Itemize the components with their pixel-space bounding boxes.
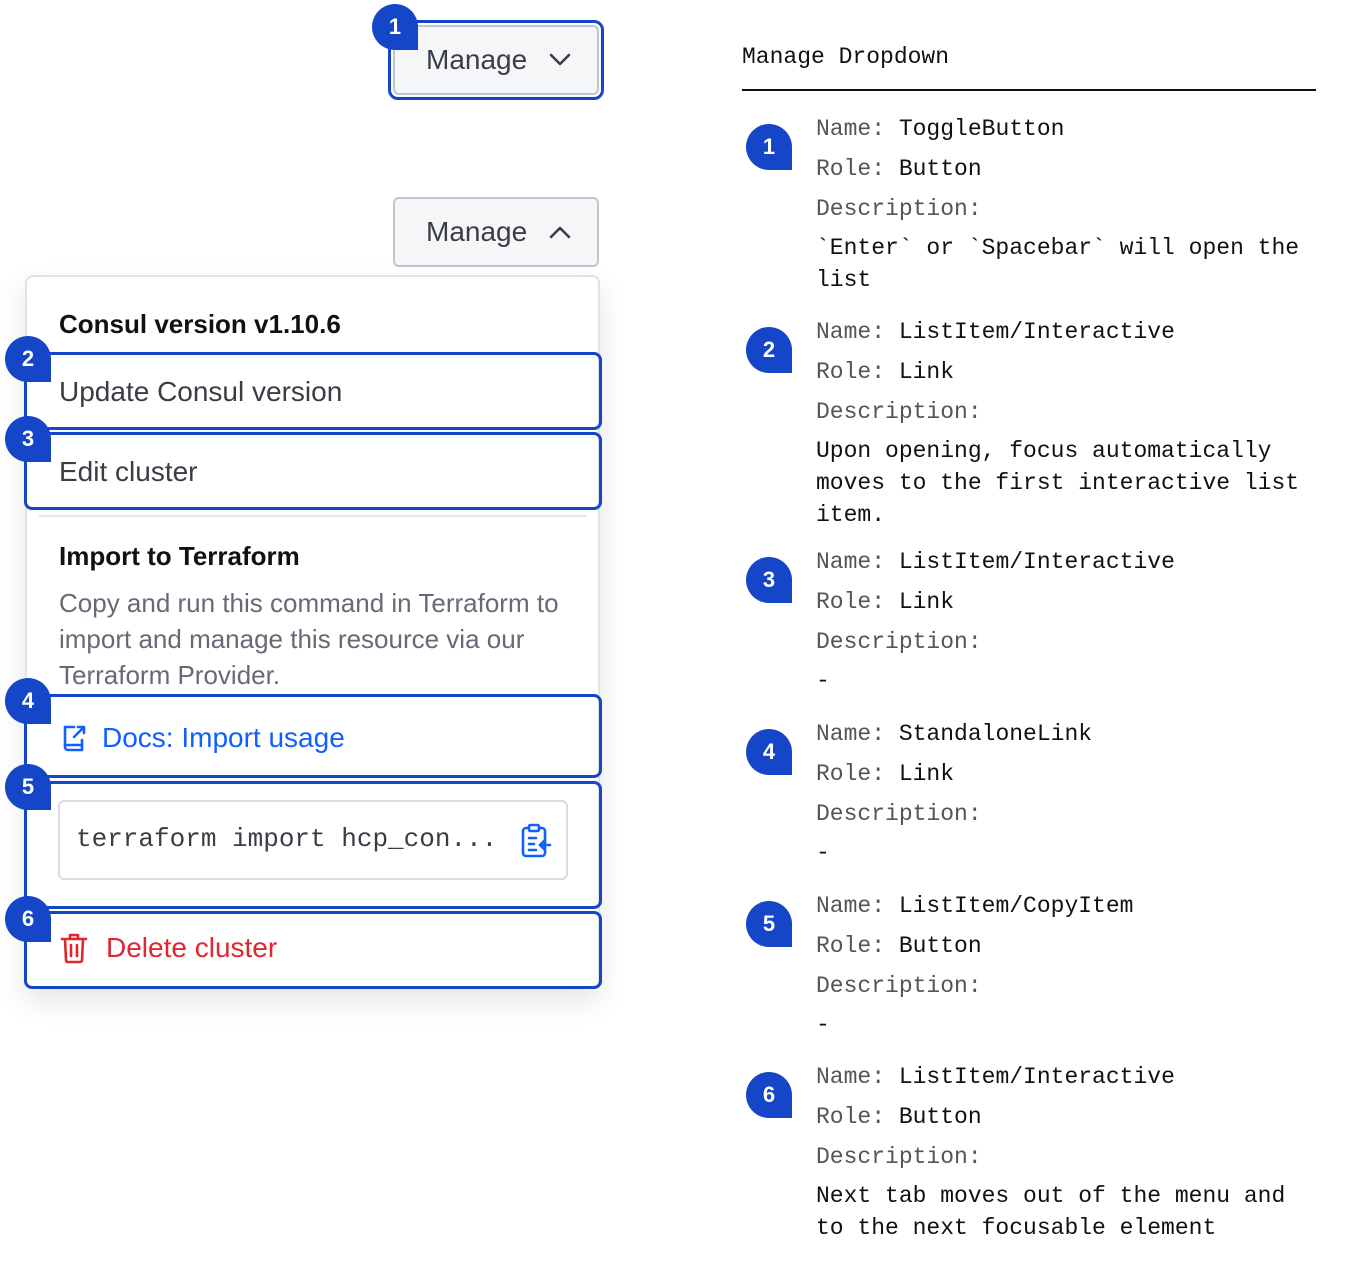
spec-description-key: Description:: [816, 629, 982, 655]
badge-6: 6: [5, 896, 51, 942]
chevron-up-icon: [549, 226, 571, 239]
spec-name-value: ListItem/Interactive: [898, 1064, 1175, 1090]
import-terraform-title: Import to Terraform: [59, 541, 300, 571]
spec-name-key: Name:: [816, 549, 886, 575]
manage-toggle-button[interactable]: Manage: [393, 25, 599, 95]
terraform-copy-item[interactable]: terraform import hcp_con...: [58, 800, 568, 880]
spec-role-value: Button: [898, 933, 982, 959]
update-consul-version-item[interactable]: Update Consul version: [59, 376, 343, 407]
spec-description-value: -: [816, 668, 830, 694]
toggle-button-focus-ring: [388, 20, 604, 100]
spec-role-value: Link: [898, 761, 955, 787]
spec-name-line: Name: StandaloneLink: [816, 721, 1092, 747]
edit-cluster-item[interactable]: Edit cluster: [59, 456, 198, 487]
manage-open-button[interactable]: Manage: [393, 197, 599, 267]
badge-3: 3: [5, 416, 51, 462]
spec-badge-2: 2: [746, 327, 792, 373]
spec-badge-5: 5: [746, 901, 792, 947]
spec-name-key: Name:: [816, 893, 886, 919]
external-link-icon: [63, 725, 86, 752]
spec-name-line: Name: ListItem/Interactive: [816, 1064, 1175, 1090]
spec-description-key: Description:: [816, 1144, 982, 1170]
spec-role-key: Role:: [816, 156, 886, 182]
delete-cluster-label: Delete cluster: [106, 932, 278, 963]
spec-description-key: Description:: [816, 196, 982, 222]
spec-description-value: -: [816, 840, 830, 866]
spec-name-key: Name:: [816, 319, 886, 345]
spec-name-value: ListItem/CopyItem: [898, 893, 1134, 919]
badge-2: 2: [5, 336, 51, 382]
docs-link-label: Docs: Import usage: [102, 722, 345, 753]
spec-description-key: Description:: [816, 801, 982, 827]
spec-role-line: Role: Link: [816, 359, 954, 385]
spec-role-value: Link: [898, 359, 955, 385]
spec-role-line: Role: Button: [816, 1104, 982, 1130]
spec-description-value: Next tab moves out of the menu and to th…: [816, 1183, 1286, 1241]
spec-name-value: ToggleButton: [898, 116, 1065, 142]
copy-item-focus-ring: [24, 781, 602, 909]
spec-name-line: Name: ListItem/Interactive: [816, 319, 1175, 345]
spec-role-line: Role: Link: [816, 589, 954, 615]
docs-import-link[interactable]: Docs: Import usage: [60, 722, 345, 754]
spec-name-value: StandaloneLink: [898, 721, 1093, 747]
spec-badge-3: 3: [746, 557, 792, 603]
spec-name-line: Name: ListItem/CopyItem: [816, 893, 1133, 919]
trash-icon: [60, 933, 88, 964]
spec-badge-6: 6: [746, 1072, 792, 1118]
spec-role-line: Role: Button: [816, 156, 982, 182]
badge-5: 5: [5, 764, 51, 810]
manage-toggle-label: Manage: [426, 44, 528, 75]
update-item-focus-ring: [24, 352, 602, 430]
spec-description-key: Description:: [816, 973, 982, 999]
delete-item-focus-ring: [24, 911, 602, 989]
chevron-down-icon: [549, 53, 571, 66]
spec-badge-1: 1: [746, 124, 792, 170]
spec-name-value: ListItem/Interactive: [898, 319, 1175, 345]
spec-role-key: Role:: [816, 1104, 886, 1130]
delete-cluster-item[interactable]: Delete cluster: [60, 932, 277, 964]
spec-role-line: Role: Link: [816, 761, 954, 787]
spec-title: Manage Dropdown: [742, 44, 950, 70]
spec-description-value: Upon opening, focus automatically moves …: [816, 438, 1300, 528]
import-description: Copy and run this command in Terraform t…: [59, 588, 559, 690]
docs-link-focus-ring: [24, 694, 602, 778]
badge-1: 1: [372, 4, 418, 50]
spec-name-key: Name:: [816, 721, 886, 747]
consul-version-title: Consul version v1.10.6: [59, 309, 341, 339]
manage-open-label: Manage: [426, 216, 528, 247]
clipboard-copy-icon[interactable]: [520, 823, 552, 859]
spec-description-key: Description:: [816, 399, 982, 425]
menu-divider: [39, 515, 587, 517]
edit-item-focus-ring: [24, 432, 602, 510]
spec-name-value: ListItem/Interactive: [898, 549, 1175, 575]
spec-title-rule: [742, 89, 1316, 91]
spec-description-value: `Enter` or `Spacebar` will open the list: [816, 235, 1300, 293]
spec-description-value: -: [816, 1012, 830, 1038]
spec-name-line: Name: ToggleButton: [816, 116, 1064, 142]
spec-role-value: Button: [898, 156, 982, 182]
spec-role-key: Role:: [816, 359, 886, 385]
spec-role-line: Role: Button: [816, 933, 982, 959]
terraform-command: terraform import hcp_con...: [76, 824, 498, 854]
badge-4: 4: [5, 678, 51, 724]
spec-role-value: Button: [898, 1104, 982, 1130]
spec-name-key: Name:: [816, 116, 886, 142]
spec-name-line: Name: ListItem/Interactive: [816, 549, 1175, 575]
spec-role-value: Link: [898, 589, 955, 615]
spec-role-key: Role:: [816, 761, 886, 787]
spec-badge-4: 4: [746, 729, 792, 775]
spec-role-key: Role:: [816, 589, 886, 615]
spec-role-key: Role:: [816, 933, 886, 959]
spec-name-key: Name:: [816, 1064, 886, 1090]
